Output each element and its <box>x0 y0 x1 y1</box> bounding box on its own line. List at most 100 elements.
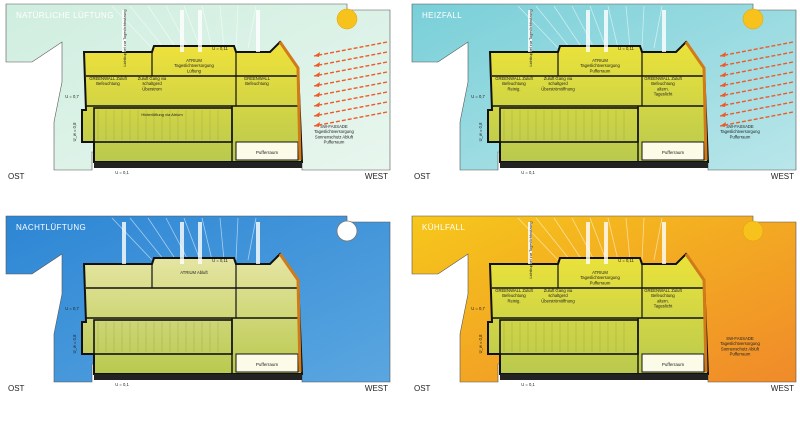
u-value-window: U_w = 0,8 <box>478 334 483 354</box>
u-value-roof: U = 0,11 <box>618 46 634 51</box>
light-ray <box>653 5 663 49</box>
light-shaft <box>662 10 666 52</box>
panel-title: NATÜRLICHE LÜFTUNG <box>16 11 114 20</box>
light-shaft <box>528 10 532 52</box>
u-value-roof: U = 0,11 <box>212 46 228 51</box>
direction-ost: OST <box>8 172 25 181</box>
pufferraum-room <box>641 141 705 161</box>
arrow-head <box>720 122 726 127</box>
u-value-wall: U = 0,7 <box>65 94 79 99</box>
heat-arrow <box>719 101 794 117</box>
hall-label: Hinterlüftung via Atrium <box>141 112 183 117</box>
direction-west: WEST <box>364 172 388 181</box>
arrow-head <box>720 52 726 57</box>
atrium-label-line: ATRIUM <box>592 270 608 275</box>
light-ray <box>641 217 645 261</box>
gang-label-line: Zuluft Gang via <box>544 76 573 81</box>
light-ray <box>235 217 239 261</box>
light-ray <box>571 5 595 49</box>
arrow-head <box>314 72 320 77</box>
light-shaft <box>180 10 184 52</box>
facade-label-line: Tageslichtversorgung <box>720 341 760 346</box>
hall-room <box>499 319 639 355</box>
arrow-head <box>314 122 320 127</box>
light-ray <box>553 5 583 49</box>
heat-arrow <box>719 111 794 127</box>
heat-arrow <box>719 51 794 67</box>
u-value-floor: U = 0,1 <box>521 382 535 387</box>
heat-arrow <box>719 81 794 97</box>
arrow-head <box>314 52 320 57</box>
u-value-floor: U = 0,1 <box>115 170 129 175</box>
arrow-head <box>314 62 320 67</box>
sun-icon <box>336 8 358 30</box>
light-ray <box>165 217 189 261</box>
arrow-head <box>720 112 726 117</box>
foundation <box>500 162 708 168</box>
hall-hatching <box>97 322 219 352</box>
greenwall-right-label-line: Tageslicht <box>654 92 673 97</box>
u-value-window: U_w = 0,8 <box>478 122 483 142</box>
light-ray <box>535 5 571 49</box>
sun-icon <box>742 220 764 242</box>
hall-room <box>499 107 639 143</box>
u-value-roof: U = 0,11 <box>212 258 228 263</box>
atrium-label-line: Lüftung <box>187 68 202 73</box>
arrow-head <box>720 92 726 97</box>
greenwall-right-label-line: GREENWALL Zuluft <box>644 288 682 293</box>
light-ray <box>147 5 177 49</box>
light-ray <box>653 217 663 261</box>
light-ray <box>111 217 153 261</box>
arrow-head <box>314 82 320 87</box>
foundation <box>94 374 302 380</box>
greenwall-right-label-line: Befeuchtung <box>651 293 675 298</box>
pufferraum-room <box>235 141 299 161</box>
light-shaft <box>586 10 590 52</box>
light-ray <box>111 5 153 49</box>
light-shaft <box>180 222 184 264</box>
greenwall-right-label-line: altern. <box>657 298 669 303</box>
light-ray <box>247 5 257 49</box>
greenwall-left-label-line: GREENWALL Zuluft <box>89 76 127 81</box>
light-shaft <box>122 222 126 264</box>
u-value-floor: U = 0,1 <box>115 382 129 387</box>
foundation <box>500 374 708 380</box>
arrow-head <box>720 82 726 87</box>
pufferraum-room <box>235 353 299 373</box>
heat-arrow <box>313 51 388 67</box>
light-shaft <box>256 222 260 264</box>
direction-ost: OST <box>8 384 25 393</box>
light-shaft <box>604 222 608 264</box>
greenwall-left-label-line: GREENWALL Zuluft <box>495 76 533 81</box>
direction-west: WEST <box>770 384 794 393</box>
gang-label-line: Überstrom <box>142 86 162 91</box>
facade-label-line: Sonnenschutz Abluft <box>315 134 354 139</box>
u-value-floor: U = 0,1 <box>521 170 535 175</box>
greenwall-right-label: GREENWALL ZuluftBefeuchtungaltern.Tagesl… <box>644 76 682 97</box>
atrium-label-line: Tageslichtversorgung <box>580 63 620 68</box>
heat-arrow <box>313 81 388 97</box>
greenwall-left-label-line: Befeuchtung <box>502 293 526 298</box>
gang-label-line: Zuluft Gang via <box>138 76 167 81</box>
greenwall-right-label-line: Tageslicht <box>654 304 673 309</box>
light-ray <box>625 5 631 49</box>
greenwall-left-label-line: Reinig. <box>507 298 520 303</box>
atrium-label-line: ATRIUM Abluft <box>180 270 208 275</box>
greenwall-right-label-line: GREENWALL Zuluft <box>644 76 682 81</box>
gang-label-line: Überströmöffnung <box>541 86 575 91</box>
light-shaft <box>586 222 590 264</box>
light-ray <box>183 217 201 261</box>
atrium-label-line: Tageslichtversorgung <box>580 275 620 280</box>
sw-facade <box>684 253 708 373</box>
heat-arrow <box>719 71 794 87</box>
greenwall-right-label-line: Befeuchtung <box>651 81 675 86</box>
light-ray <box>553 217 583 261</box>
sw-facade <box>684 41 708 161</box>
facade-label-line: SW-FASSADE <box>320 124 348 129</box>
